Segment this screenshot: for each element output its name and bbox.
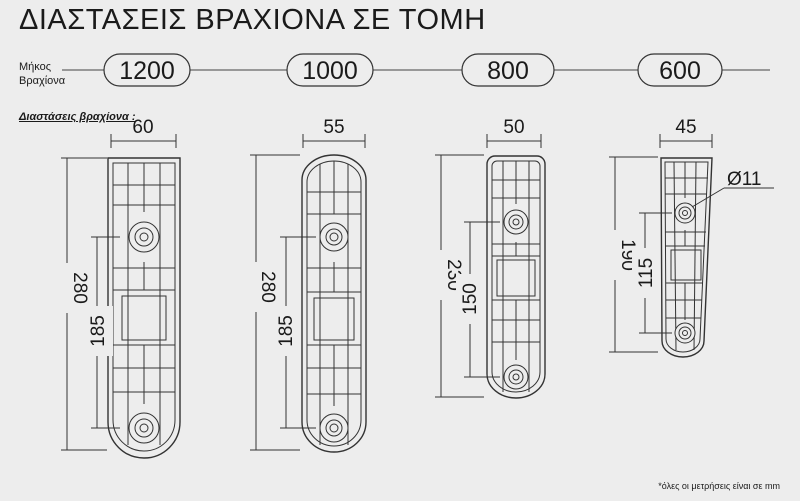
arm-800-hole-spacing: 150 xyxy=(460,283,481,315)
arm-800-labels: 230 150 50 xyxy=(427,117,525,324)
svg-text:600: 600 xyxy=(659,57,701,85)
length-pill-1000: 1000 xyxy=(286,53,374,87)
arm-800-width: 50 xyxy=(503,117,524,138)
length-pill-600: 600 xyxy=(637,53,723,87)
arm-section-800 xyxy=(435,134,546,399)
arm-1200-hole-spacing: 185 xyxy=(88,315,109,347)
arm-1200-width: 60 xyxy=(132,117,153,138)
units-footnote: *όλες οι μετρήσεις είναι σε mm xyxy=(658,481,780,491)
length-pill-800: 800 xyxy=(461,53,555,87)
svg-text:800: 800 xyxy=(487,57,529,85)
arm-600-labels: 190 115 45 Ø11 xyxy=(601,117,762,298)
arm-length-label: Μήκος Βραχίονα xyxy=(19,61,66,87)
arm-1200-labels: 280 185 60 xyxy=(52,117,154,356)
arm-1000-height: 280 xyxy=(257,271,278,303)
arm-dimensions-label: Διαστάσεις βραχίονα : xyxy=(19,111,136,123)
arm-section-1000 xyxy=(250,134,367,453)
svg-text:1000: 1000 xyxy=(302,57,358,85)
arm-1000-labels: 280 185 55 xyxy=(242,117,345,356)
svg-text:1200: 1200 xyxy=(119,57,175,85)
arm-1200-height: 280 xyxy=(69,272,90,304)
arm-600-width: 45 xyxy=(675,117,696,138)
arm-1000-width: 55 xyxy=(323,117,344,138)
arm-600-hole-diameter: Ø11 xyxy=(727,169,762,190)
page-title: ΔΙΑΣΤΑΣΕΙΣ ΒΡΑΧΙΟΝΑ ΣΕ ΤΟΜΗ xyxy=(19,4,486,36)
length-pill-1200: 1200 xyxy=(103,53,191,87)
arm-600-hole-spacing: 115 xyxy=(636,258,657,288)
arm-1000-hole-spacing: 185 xyxy=(276,315,297,347)
